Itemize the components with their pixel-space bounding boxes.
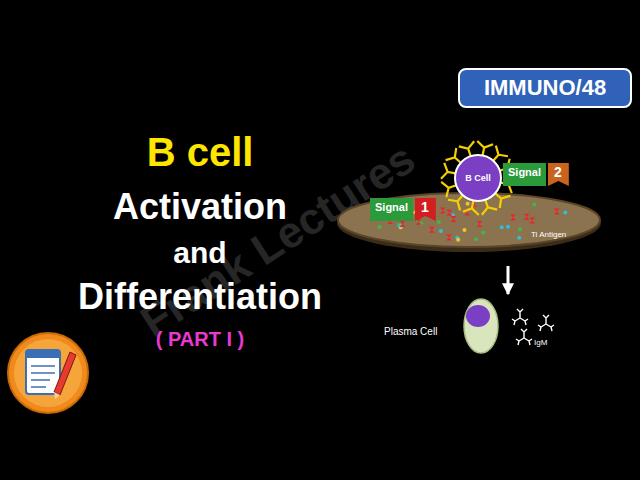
part-label: ( PART I ): [0, 328, 400, 351]
antigen-dot: [440, 207, 446, 213]
bcr-receptor: [477, 141, 493, 155]
bcr-receptor: [446, 148, 461, 163]
signal-label: Signal: [370, 198, 413, 221]
bcr-receptor: [463, 201, 479, 215]
subtitle-text: and: [0, 236, 400, 270]
bcr-receptor: [482, 200, 497, 215]
antigen-dot: [529, 218, 535, 224]
igm-antibody: [512, 309, 554, 345]
antigen-dot: [477, 221, 483, 227]
antigen-dot: [462, 228, 466, 232]
signal-tag: Signal1: [370, 198, 436, 221]
antigen-dot: [456, 238, 460, 242]
antigen-dot: [500, 225, 504, 229]
bcr-receptor: [495, 193, 510, 208]
antigen-dot: [517, 236, 521, 240]
antigen-dot: [378, 225, 382, 229]
plane-top: [338, 193, 600, 247]
plasma-cell: Plasma Cell: [378, 296, 510, 356]
cell-label: Plasma Cell: [384, 326, 437, 337]
signal-label: Signal: [503, 163, 546, 186]
title-text: B cell: [0, 130, 400, 175]
antigen-dot: [532, 202, 536, 206]
logo-icon: [8, 333, 88, 413]
bcr-receptor: [441, 163, 455, 179]
antigen-label: Ti Antigen: [531, 230, 566, 239]
antigen-dot: [451, 216, 457, 222]
plasma-cytoplasm: [464, 299, 498, 353]
antibody-label: IgM: [534, 338, 547, 347]
signal-number: 2: [548, 163, 569, 186]
antigen-dot: [481, 230, 485, 234]
signal-number: 1: [415, 198, 436, 221]
antigen-dot: [439, 229, 443, 233]
bcr-receptor: [448, 195, 463, 210]
signal-tag: Signal2: [503, 163, 569, 186]
antigen-dot: [437, 220, 441, 224]
subtitle-text: Differentiation: [0, 276, 400, 318]
antigen-dot: [446, 235, 452, 241]
antigen-dot: [429, 227, 435, 233]
badge-box: IMMUNO/48: [458, 68, 632, 108]
antigen-dot: [510, 215, 516, 221]
b-cell-body: [455, 155, 501, 201]
antigen-dot: [399, 221, 405, 227]
bcr-receptor: [441, 182, 456, 197]
antigen-dot: [563, 211, 567, 215]
antigen-dot: [446, 210, 452, 216]
cell-label: B Cell: [465, 173, 491, 183]
arrow-connector: [507, 266, 510, 294]
badge-text: IMMUNO/48: [484, 75, 606, 101]
bcr-receptor: [493, 146, 508, 161]
plasma-nucleus: [466, 305, 490, 327]
antigen-dot: [466, 202, 470, 206]
antigen-dot: [554, 209, 560, 215]
plane-shadow: [337, 194, 601, 252]
antigen-dot: [518, 227, 522, 231]
antigen-dot: [506, 225, 510, 229]
bcr-receptor: [459, 141, 474, 156]
antigen-dot: [474, 237, 478, 241]
antigen-dot: [524, 214, 530, 220]
